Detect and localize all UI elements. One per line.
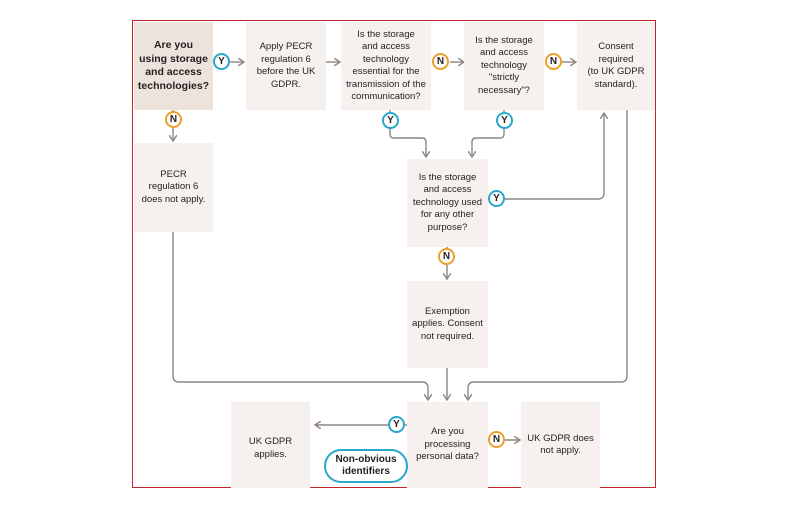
yes-badge-strictly: Y: [496, 112, 513, 129]
yes-badge-essential: Y: [382, 112, 399, 129]
yes-badge-personal-data: Y: [388, 416, 405, 433]
box-exemption-applies: Exemption applies. Consent not required.: [407, 281, 488, 368]
non-obvious-identifiers-text: Non-obvious identifiers: [335, 454, 397, 477]
box-gdpr-applies-text: UK GDPR applies.: [248, 436, 293, 460]
box-exemption-applies-text: Exemption applies. Consent not required.: [412, 305, 483, 342]
box-start-question-text: Are you using storage and access technol…: [137, 39, 210, 92]
no-badge-personal-data: N: [488, 431, 505, 448]
arrow-consent-to-personal: [468, 110, 628, 400]
arrow-pecr-not-to-personal: [172, 232, 428, 400]
arrow-strictly-to-other: [472, 110, 505, 157]
box-essential-question: Is the storage and access technology ess…: [341, 22, 431, 110]
box-strictly-necessary-question-text: Is the storage and access technology "st…: [475, 34, 533, 96]
yes-badge-other-purpose: Y: [488, 190, 505, 207]
box-gdpr-not-apply: UK GDPR does not apply.: [521, 402, 600, 488]
arrow-other-to-consent: [488, 113, 604, 200]
box-personal-data-question-text: Are you processing personal data?: [416, 426, 479, 463]
arrow-essential-to-other: [389, 110, 426, 157]
box-consent-required: Consent required (to UK GDPR standard).: [577, 22, 655, 110]
no-badge-start: N: [165, 111, 182, 128]
box-strictly-necessary-question: Is the storage and access technology "st…: [464, 22, 544, 110]
box-start-question: Are you using storage and access technol…: [134, 22, 213, 110]
box-gdpr-applies: UK GDPR applies.: [231, 402, 310, 488]
box-consent-required-text: Consent required (to UK GDPR standard).: [587, 41, 645, 90]
box-gdpr-not-apply-text: UK GDPR does not apply.: [527, 432, 594, 457]
yes-badge-start: Y: [213, 53, 230, 70]
box-essential-question-text: Is the storage and access technology ess…: [346, 28, 426, 103]
box-other-purpose-question-text: Is the storage and access technology use…: [412, 171, 483, 233]
box-pecr-not-apply-text: PECR regulation 6 does not apply.: [141, 168, 206, 205]
non-obvious-identifiers-pill[interactable]: Non-obvious identifiers: [324, 449, 408, 483]
box-pecr-not-apply: PECR regulation 6 does not apply.: [134, 143, 213, 232]
no-badge-other-purpose: N: [438, 248, 455, 265]
box-personal-data-question: Are you processing personal data?: [407, 402, 488, 488]
no-badge-strictly: N: [545, 53, 562, 70]
box-other-purpose-question: Is the storage and access technology use…: [407, 159, 488, 247]
no-badge-essential: N: [432, 53, 449, 70]
diagram-frame: [132, 20, 656, 488]
box-apply-pecr-text: Apply PECR regulation 6 before the UK GD…: [256, 41, 316, 90]
box-apply-pecr: Apply PECR regulation 6 before the UK GD…: [246, 22, 326, 110]
